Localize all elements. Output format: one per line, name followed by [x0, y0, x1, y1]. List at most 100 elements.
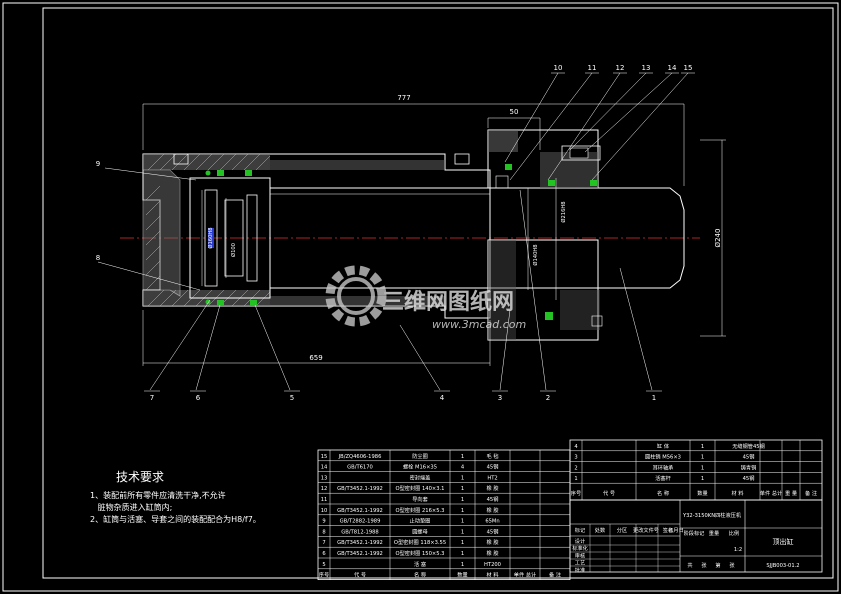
role-label: 批准 — [575, 566, 585, 574]
parts-left-cell: 橡 胶 — [486, 549, 498, 557]
parts-right-cell: 活塞杆 — [655, 474, 671, 482]
parts-right-cell: 1 — [701, 444, 704, 450]
watermark: 三维网图纸网 www.3mcad.com — [325, 265, 526, 331]
balloon-label: 10 — [554, 64, 563, 72]
dim-overall-length: 777 — [397, 94, 410, 102]
parts-right-cell: 1 — [574, 476, 577, 482]
parts-right-header: 单件 总计 — [760, 489, 782, 497]
parts-right-cell: 1 — [701, 465, 704, 471]
parts-left-cell: O型密封圈 216×5.3 — [396, 506, 445, 514]
parts-left-cell: O型密封圈 140×3.1 — [396, 484, 445, 492]
parts-left-header: 序号 — [319, 571, 329, 579]
stage-label: 比例 — [729, 529, 739, 537]
parts-left-cell: 橡 胶 — [486, 506, 498, 514]
parts-left-cell: 橡 胶 — [486, 538, 498, 546]
parts-right-cell: 45钢 — [743, 453, 755, 461]
parts-left-cell: GB/T3452.1-1992 — [337, 540, 383, 546]
parts-right-header: 备 注 — [805, 489, 817, 497]
parts-left-cell: JB/ZQ4606-1986 — [338, 454, 382, 460]
part-name: 顶出缸 — [773, 537, 794, 546]
role-label: 工艺 — [575, 560, 585, 567]
balloon-label: 6 — [196, 394, 201, 402]
tech-requirement-1b: 脏物杂质进入缸筒内; — [90, 503, 173, 512]
sheet-label: 张 — [729, 561, 735, 569]
balloon-label: 7 — [150, 394, 154, 402]
parts-right-cell: 耳环轴承 — [653, 463, 675, 471]
parts-left-cell: 防尘圈 — [412, 452, 428, 460]
parts-left-cell: 1 — [461, 508, 464, 514]
revision-label: 签名 — [663, 526, 673, 534]
parts-left-cell: HT200 — [484, 562, 501, 568]
parts-left-cell: O型密封圈 118×3.55 — [394, 538, 446, 546]
parts-left-header: 名 称 — [414, 571, 426, 579]
parts-right-cell: 圆柱销 M56×3 — [645, 453, 681, 461]
balloon-label: 3 — [498, 394, 502, 402]
sheet-label: 共 — [687, 561, 692, 569]
parts-right-header: 名 称 — [657, 489, 669, 497]
sheet-label: 第 — [715, 561, 720, 569]
bolt-head-right — [454, 153, 470, 165]
parts-right-header: 数量 — [697, 489, 707, 497]
watermark-url: www.3mcad.com — [432, 318, 526, 331]
machine-name: Y32-3150KN四柱液压机 — [682, 511, 742, 519]
parts-right-cell: 45钢 — [743, 474, 755, 482]
dim-flange-dia: Ø216H8 — [560, 201, 567, 222]
balloon-label: 15 — [684, 64, 693, 72]
parts-left-cell: 4 — [461, 465, 465, 471]
parts-left-cell: 毛 毡 — [486, 452, 498, 460]
parts-left-cell: 1 — [461, 519, 464, 525]
balloon-label: 2 — [546, 394, 550, 402]
revision-label: 更改文件号 — [633, 526, 659, 534]
parts-left-cell: 活 塞 — [414, 560, 426, 568]
role-label: 设计 — [575, 537, 585, 545]
parts-left-cell: 9 — [322, 519, 325, 525]
parts-left-cell: 10 — [321, 508, 328, 514]
parts-left-cell: 7 — [322, 540, 325, 546]
guide-head — [487, 129, 603, 341]
parts-right-header: 材 料 — [731, 489, 743, 497]
parts-right-cell: 1 — [701, 455, 704, 461]
role-label: 标准化 — [572, 544, 588, 552]
parts-left-header: 单件 总计 — [514, 571, 536, 579]
parts-left-cell: GB/T3452.1-1992 — [337, 508, 383, 514]
balloon-label: 4 — [440, 394, 445, 402]
parts-left-cell: 65Mn — [485, 519, 499, 525]
tech-requirements-title: 技术要求 — [116, 470, 165, 484]
revision-label: 标记 — [575, 526, 585, 534]
watermark-brand: 三维网图纸网 — [382, 289, 514, 315]
parts-left-cell: 圆螺母 — [412, 527, 428, 535]
parts-left-cell: 1 — [461, 454, 464, 460]
role-label: 审核 — [575, 551, 585, 559]
scale-value: 1:2 — [734, 547, 742, 553]
piston — [189, 170, 271, 306]
parts-left-cell: 13 — [321, 475, 328, 481]
inner-border — [42, 7, 834, 579]
tech-requirements: 技术要求 1、装配前所有零件应清洗干净,不允许 脏物杂质进入缸筒内; 2、缸筒与… — [90, 468, 310, 526]
parts-left-cell: 6 — [322, 551, 325, 557]
parts-right-cell: 2 — [574, 465, 577, 471]
dim-flange-offset: 50 — [510, 108, 519, 116]
parts-left-header: 数量 — [457, 571, 467, 579]
revision-label: 处数 — [595, 526, 606, 534]
parts-left-cell: GB/T6170 — [347, 465, 373, 471]
parts-left-cell: 导向套 — [412, 495, 428, 503]
stage-label: 阶段标记 — [684, 529, 705, 537]
balloon-label: 11 — [588, 64, 597, 72]
parts-left-cell: 12 — [321, 486, 328, 492]
tech-requirement-2: 2、缸筒与活塞、导套之间的装配配合为H8/f7。 — [90, 515, 261, 524]
parts-right-cell: 3 — [574, 455, 577, 461]
parts-left-cell: 14 — [321, 465, 328, 471]
balloon-label: 5 — [290, 394, 294, 402]
parts-left-cell: 11 — [321, 497, 328, 503]
revision-label: 年月日 — [668, 526, 684, 534]
parts-left-cell: 1 — [461, 551, 464, 557]
parts-left-cell: 45钢 — [487, 495, 499, 503]
dim-bore-dia-2: Ø140H8 — [532, 244, 539, 265]
tech-requirement-1: 1、装配前所有零件应清洗干净,不允许 — [90, 491, 226, 500]
sheet-label: 张 — [701, 561, 707, 569]
parts-left-cell: 螺栓 M16×35 — [403, 463, 437, 471]
parts-left-cell: 1 — [461, 529, 464, 535]
